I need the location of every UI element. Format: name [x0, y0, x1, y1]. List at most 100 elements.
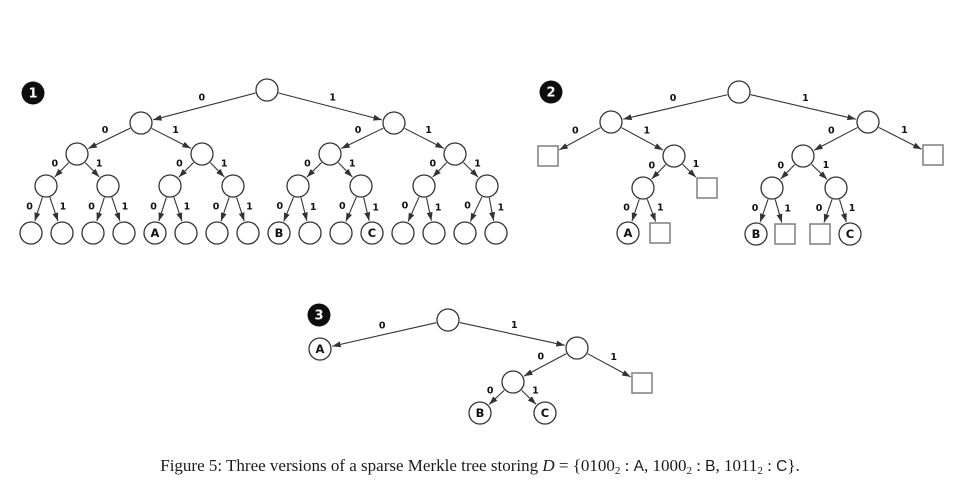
value-leaf-node [616, 221, 640, 245]
tree-edge [178, 162, 194, 178]
edge-bit-label: 0 [176, 158, 183, 169]
edge-bit-label: 1 [693, 159, 700, 170]
value-leaf-node [267, 221, 291, 245]
tree-node [96, 174, 120, 198]
tree-edge [813, 127, 858, 151]
edge-bit-label: 1 [425, 125, 432, 136]
tree-edge [621, 127, 664, 151]
tree-edge [111, 197, 121, 222]
tree-node [662, 144, 686, 168]
tree-node [453, 221, 477, 245]
edge-bit-label: 0 [102, 125, 109, 136]
tree-node [436, 308, 460, 332]
empty-subtree-node [649, 222, 671, 244]
edge-bit-label: 0 [623, 202, 630, 213]
tree-node [318, 142, 342, 166]
edge-bit-label: 1 [610, 352, 617, 363]
tree-edge [631, 199, 640, 222]
diagram-number: 3 [314, 309, 323, 324]
edge-bit-label: 1 [184, 201, 191, 212]
edge-bit-label: 1 [784, 204, 791, 215]
tree-edge [521, 389, 537, 405]
caption-segment: B [705, 458, 716, 475]
caption-segment: C [776, 458, 788, 475]
value-leaf-node [533, 401, 557, 425]
tree-edge [774, 199, 783, 223]
caption-segment: 2 [757, 465, 763, 477]
tree-edge [587, 353, 631, 378]
caption-segment: D [542, 456, 555, 475]
edge-bit-label: 1 [901, 125, 908, 136]
figure-caption: Figure 5: Three versions of a sparse Mer… [0, 456, 960, 477]
tree-edge [96, 197, 105, 222]
tree-node [298, 221, 322, 245]
tree-edge [84, 162, 100, 178]
edge-bit-label: 1 [823, 160, 830, 171]
tree-edge [34, 197, 43, 222]
tree-node [443, 142, 467, 166]
edge-bit-label: 0 [464, 200, 471, 211]
tree-node [329, 221, 353, 245]
empty-subtree-node [922, 144, 944, 166]
edge-bit-label: 0 [649, 160, 656, 171]
edge-bit-label: 0 [828, 126, 835, 137]
edge-bit-label: 0 [199, 92, 206, 103]
tree-node [501, 370, 525, 394]
caption-segment: Figure 5: Three versions of a sparse Mer… [160, 456, 543, 475]
tree-edge [780, 164, 796, 180]
tree-edge [173, 197, 183, 222]
node-label: A [151, 226, 160, 240]
tree-node [158, 174, 182, 198]
edge-bit-label: 0 [213, 201, 220, 212]
edge-bit-label: 0 [402, 201, 409, 212]
tree-node [382, 111, 406, 135]
edge-bit-label: 1 [96, 158, 103, 169]
node-label: B [275, 226, 284, 240]
edge-bit-label: 1 [532, 386, 539, 397]
tree-edge [407, 196, 420, 222]
caption-segment: A [633, 458, 644, 475]
tree-edge [345, 196, 357, 222]
diagram-number: 2 [546, 86, 555, 101]
edge-bit-label: 0 [304, 158, 311, 169]
tree-edge [300, 197, 308, 222]
tree-node [856, 110, 880, 134]
tree-edge [49, 197, 59, 222]
tree-edge [623, 94, 728, 121]
caption-segment: = {0100 [554, 456, 615, 475]
edge-bit-label: 1 [221, 158, 228, 169]
tree-edge [425, 197, 433, 221]
tree-edge [463, 162, 479, 178]
tree-edge [682, 163, 697, 178]
edge-bit-label: 0 [430, 158, 437, 169]
tree-node [129, 111, 153, 135]
edge-bit-label: 0 [816, 203, 823, 214]
tree-edge [523, 353, 567, 377]
edge-bit-label: 1 [849, 203, 856, 214]
tree-node [631, 176, 655, 200]
tree-edge [404, 127, 445, 149]
value-leaf-node [360, 221, 384, 245]
edge-bit-label: 0 [150, 202, 157, 213]
edge-bit-label: 0 [88, 202, 95, 213]
value-leaf-node [468, 401, 492, 425]
tree-node [112, 221, 136, 245]
tree-node [286, 174, 310, 198]
diagram-number-badge [539, 80, 563, 104]
value-leaf-node [143, 221, 167, 245]
edge-bit-label: 1 [497, 203, 504, 214]
tree-edge [341, 127, 384, 150]
tree-edge [54, 162, 70, 178]
tree-edge [158, 197, 167, 222]
tree-edge [646, 199, 657, 222]
empty-subtree-node [631, 372, 653, 394]
tree-node [791, 144, 815, 168]
diagram-number: 1 [28, 87, 37, 102]
edge-bit-label: 1 [474, 158, 481, 169]
edge-bit-label: 1 [643, 126, 650, 137]
tree-node [236, 221, 260, 245]
